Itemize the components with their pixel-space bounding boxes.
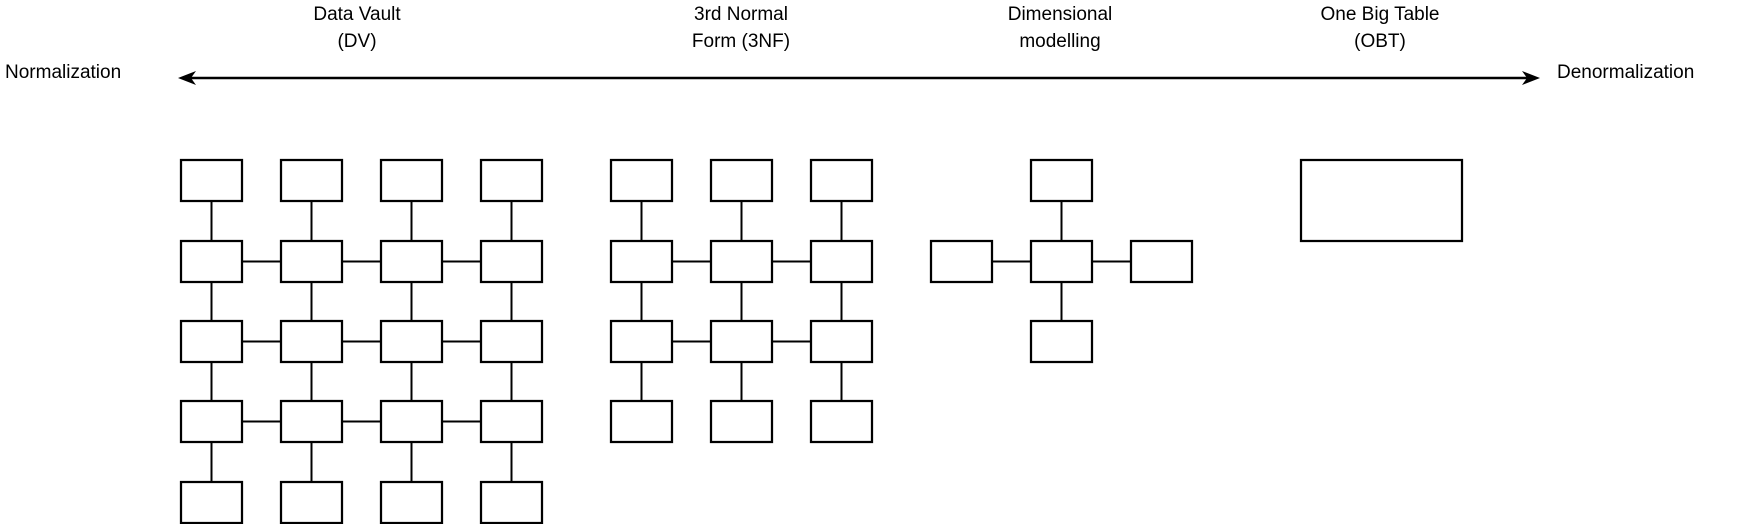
data-vault-table-box	[379, 158, 444, 203]
method-label-line2: Form (3NF)	[691, 31, 791, 52]
data-vault-table-box	[379, 399, 444, 444]
method-label-line2: modelling	[1019, 31, 1101, 52]
method-label-line1: Dimensional	[1007, 4, 1113, 25]
data-vault-table-box	[279, 480, 344, 524]
method-label-dimensional: Dimensional modelling	[1008, 1, 1113, 55]
method-label-data-vault: Data Vault (DV)	[313, 1, 400, 55]
dimensional-star-dimension-table-box	[1129, 239, 1194, 284]
third-normal-form-table-box	[709, 158, 774, 203]
axis-arrowhead-right	[1522, 71, 1540, 85]
method-label-line1: One Big Table	[1320, 4, 1440, 25]
data-vault-table-box	[479, 480, 544, 524]
data-vault-table-box	[179, 158, 244, 203]
data-vault-table-box	[279, 319, 344, 364]
method-label-line1: Data Vault	[313, 4, 401, 25]
method-label-line2: (OBT)	[1354, 31, 1406, 52]
data-vault-table-box	[479, 319, 544, 364]
third-normal-form-table-box	[709, 239, 774, 284]
data-vault-table-box	[179, 239, 244, 284]
data-vault-table-box	[179, 319, 244, 364]
third-normal-form-table-box	[709, 399, 774, 444]
third-normal-form-table-box	[609, 158, 674, 203]
data-vault-table-box	[179, 399, 244, 444]
data-vault-table-box	[479, 239, 544, 284]
third-normal-form-table-box	[809, 239, 874, 284]
axis-right-label: Denormalization	[1557, 62, 1695, 83]
axis-arrowhead-left	[178, 71, 196, 85]
dimensional-star-fact-table-box	[1029, 239, 1094, 284]
third-normal-form-table-box	[809, 399, 874, 444]
data-vault-table-box	[179, 480, 244, 524]
dimensional-star-dimension-table-box	[1029, 158, 1094, 203]
one-big-table-table-box	[1299, 158, 1464, 243]
method-label-line2: (DV)	[337, 31, 377, 52]
data-vault-table-box	[279, 399, 344, 444]
axis-left-label: Normalization	[5, 62, 122, 83]
data-vault-table-box	[479, 399, 544, 444]
method-label-3nf: 3rd Normal Form (3NF)	[692, 1, 790, 55]
dimensional-star-dimension-table-box	[929, 239, 994, 284]
dimensional-star-dimension-table-box	[1029, 319, 1094, 364]
third-normal-form-table-box	[609, 399, 674, 444]
method-label-line1: 3rd Normal	[694, 4, 788, 25]
data-vault-table-box	[279, 158, 344, 203]
third-normal-form-table-box	[809, 158, 874, 203]
third-normal-form-table-box	[709, 319, 774, 364]
data-vault-table-box	[379, 239, 444, 284]
third-normal-form-table-box	[609, 239, 674, 284]
third-normal-form-table-box	[609, 319, 674, 364]
data-vault-table-box	[279, 239, 344, 284]
data-vault-table-box	[379, 319, 444, 364]
method-label-obt: One Big Table (OBT)	[1320, 1, 1439, 55]
data-vault-table-box	[379, 480, 444, 524]
third-normal-form-table-box	[809, 319, 874, 364]
data-vault-table-box	[479, 158, 544, 203]
